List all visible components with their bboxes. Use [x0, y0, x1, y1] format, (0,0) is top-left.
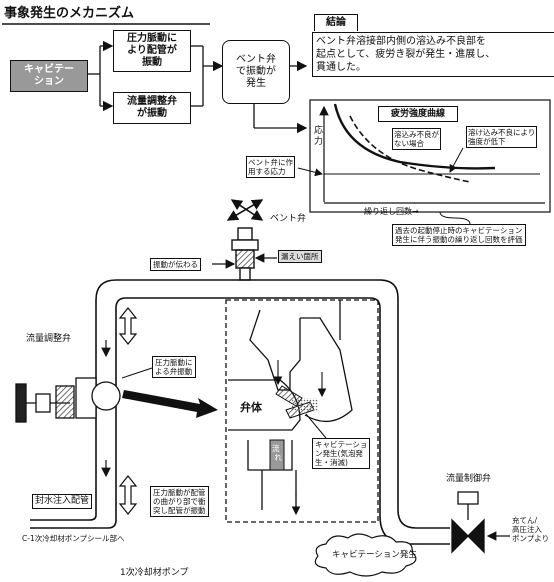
to-seal-label: C-1次冷却材ポンプシール部へ — [22, 534, 125, 543]
defect-note: 溶け込み不良により 強度が低下 — [466, 126, 538, 148]
fatigue-curve-defect — [349, 115, 471, 183]
pressure-pulse-valve-label: 圧力脈動に よる弁振動 — [152, 356, 196, 378]
defect-pointer — [449, 147, 464, 173]
cavitation-box: キャビテー ション — [10, 60, 88, 92]
pressure-pulse-box: 圧力脈動に より配管が 振動 — [113, 30, 191, 72]
valve-body-label: 弁体 — [240, 401, 262, 414]
vent-valve-label: ベント弁 — [270, 214, 307, 224]
conclusion-heading: 結論 — [314, 14, 358, 31]
vent-stress-note: ベント弁に作 用する応力 — [246, 156, 295, 178]
seal-water-pipe-label: 封水注入配管 — [32, 494, 93, 509]
cavitation-cloud-label: キャビテーション発生 — [332, 550, 417, 560]
leak-point-label: 漏えい箇所 — [278, 250, 322, 263]
vibration-arrows-icon — [226, 199, 264, 221]
seal-pipe — [30, 470, 117, 529]
y-axis-label: 応 力 — [314, 126, 324, 147]
vent-valve-icon — [231, 227, 259, 281]
fatigue-curve-label: 疲労強度曲線 — [378, 106, 458, 122]
flow-label-box — [269, 439, 285, 471]
from-charging-label: 充てん/ 高圧注入 ポンプより — [512, 516, 550, 543]
fatigue-curve-normal — [333, 103, 496, 170]
pump-label: 1次冷却材ポンプ — [120, 568, 189, 578]
bold-arrow — [122, 390, 218, 418]
flow-connectors — [88, 40, 308, 134]
conclusion-text: ベント弁溶接部内側の溶込み不良部を 起点として、疲労き裂が発生・進展し、 貫通し… — [312, 32, 554, 77]
vib-transmit-label: 振動が伝わる — [150, 258, 201, 271]
x-axis-label: 繰り返し回数→ — [364, 207, 419, 216]
bubble-dots — [292, 398, 318, 412]
cavitation-generation-label: キャビテーショ ン発生(気泡発 生・消滅) — [312, 438, 371, 469]
pulse-valve-pointer — [121, 367, 153, 379]
flow-regulating-valve-icon — [451, 491, 485, 554]
double-arrow-icon-top — [118, 307, 138, 345]
no-defect-note: 溶込み不良が ない場合 — [392, 128, 441, 150]
flow-label: 流 れ — [272, 444, 282, 462]
left-flow-valve-icon — [15, 377, 121, 423]
cav-pointer — [305, 413, 327, 439]
pressure-pulse-bend-label: 圧力脈動が配管 の曲がり部で衝 突し配管が振動 — [150, 486, 209, 517]
left-flow-valve-label: 流量調整弁 — [26, 334, 72, 344]
vent-vib-box: ベント弁 で振動が 発生 — [222, 40, 290, 104]
flow-regulating-valve-label: 流量制御弁 — [446, 474, 492, 484]
page-title: 事象発生のメカニズム — [4, 6, 135, 21]
vent-stress-pointer — [297, 167, 323, 177]
double-arrow-icon-bottom — [118, 475, 138, 515]
eval-note: 過去の起動停止時のキャビテーション 発生に伴う振動の繰り返し回数を評価 — [392, 224, 526, 246]
flow-valve-vib-box: 流量調整弁 が振動 — [113, 92, 191, 124]
eval-bracket — [439, 211, 471, 225]
cavitation-cloud — [314, 533, 417, 577]
